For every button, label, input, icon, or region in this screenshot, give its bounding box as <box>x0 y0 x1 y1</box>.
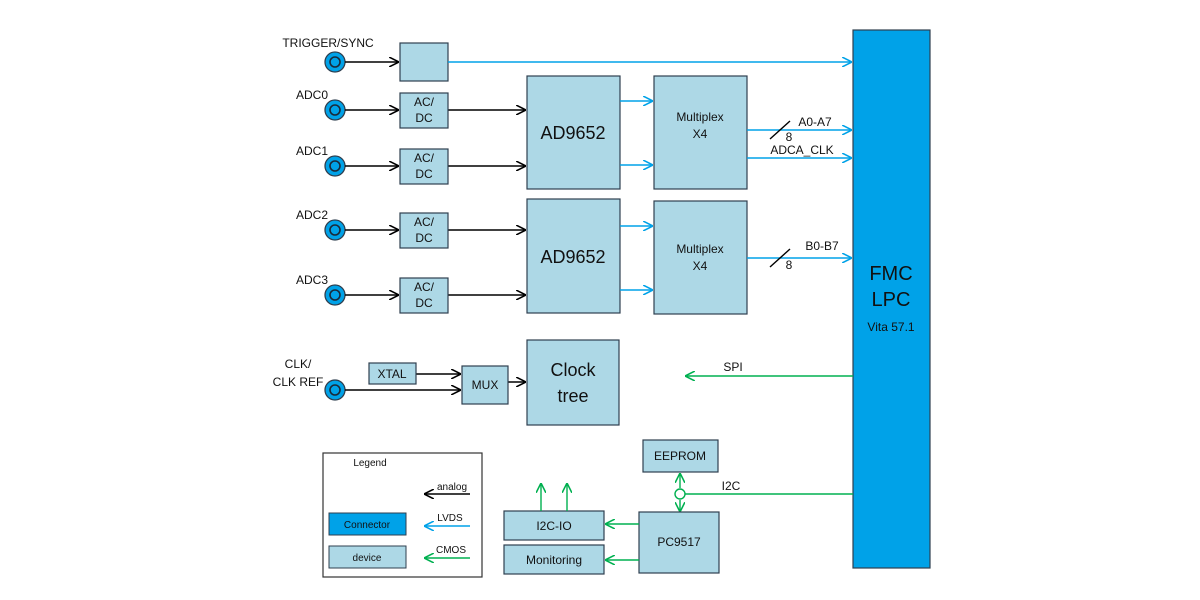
label-trigger-sync: TRIGGER/SYNC <box>282 36 374 50</box>
monitoring-box <box>503 544 605 575</box>
pc9517-box <box>638 511 720 574</box>
legend-device-label: device <box>353 553 382 564</box>
clock-tree-box <box>526 339 620 426</box>
vita-label: Vita 57.1 <box>867 320 914 334</box>
label-adc1: ADC1 <box>296 144 328 158</box>
mux-box <box>461 365 509 405</box>
i2c-io-box <box>503 510 605 541</box>
bus-a-slash <box>769 120 791 140</box>
connector-adc2 <box>324 219 346 241</box>
legend-connector-label: Connector <box>344 520 391 531</box>
ad9652-chip-a <box>526 75 621 190</box>
i2c-junction <box>674 488 686 500</box>
legend-device-swatch <box>328 545 407 569</box>
connector-trigger <box>324 51 346 73</box>
mux-label: MUX <box>472 378 499 392</box>
clock-tree-line2: tree <box>557 386 588 406</box>
adca-clk-label: ADCA_CLK <box>770 143 833 157</box>
bus-a-width: 8 <box>786 130 793 144</box>
legend-cmos-label: CMOS <box>436 545 466 556</box>
pc9517-label: PC9517 <box>657 535 701 549</box>
label-clk: CLK/ <box>285 357 312 371</box>
ad9652-a-label: AD9652 <box>540 123 605 143</box>
eeprom-label: EEPROM <box>654 449 706 463</box>
multiplex-box-a <box>653 75 748 190</box>
connector-adc3 <box>324 284 346 306</box>
acdc-2-line2: DC <box>415 231 433 245</box>
bus-a-label: A0-A7 <box>798 115 832 129</box>
multiplex-a-line1: Multiplex <box>676 110 723 124</box>
acdc-3-line2: DC <box>415 296 433 310</box>
acdc-0-line1: AC/ <box>414 95 435 109</box>
lpc-label: LPC <box>872 289 911 311</box>
xtal-label: XTAL <box>377 367 406 381</box>
acdc-box-0 <box>399 92 449 129</box>
bus-b-slash <box>769 248 791 268</box>
multiplex-box-b <box>653 200 748 315</box>
acdc-1-line1: AC/ <box>414 151 435 165</box>
xtal-box <box>368 362 417 385</box>
acdc-0-line2: DC <box>415 111 433 125</box>
fmc-label: FMC <box>869 263 912 285</box>
legend-lvds-label: LVDS <box>437 513 463 524</box>
bus-b-width: 8 <box>786 258 793 272</box>
acdc-box-3 <box>399 277 449 314</box>
ad9652-b-label: AD9652 <box>540 247 605 267</box>
label-clk-ref: CLK REF <box>273 375 324 389</box>
acdc-3-line1: AC/ <box>414 280 435 294</box>
fmc-lpc-connector <box>852 29 931 569</box>
legend-title: Legend <box>353 458 386 469</box>
label-adc0: ADC0 <box>296 88 328 102</box>
legend-connector-swatch <box>328 512 407 536</box>
ad9652-chip-b <box>526 198 621 314</box>
i2c-io-label: I2C-IO <box>536 519 571 533</box>
bus-b-label: B0-B7 <box>805 239 839 253</box>
multiplex-a-line2: X4 <box>693 127 708 141</box>
connector-clk <box>324 379 346 401</box>
multiplex-b-line1: Multiplex <box>676 242 723 256</box>
multiplex-b-line2: X4 <box>693 259 708 273</box>
eeprom-box <box>642 439 719 473</box>
trigger-sync-box <box>399 42 449 82</box>
monitoring-label: Monitoring <box>526 553 582 567</box>
spi-label: SPI <box>723 360 742 374</box>
label-adc2: ADC2 <box>296 208 328 222</box>
connector-adc1 <box>324 155 346 177</box>
connector-adc0 <box>324 99 346 121</box>
acdc-box-2 <box>399 212 449 249</box>
legend-analog-label: analog <box>437 482 467 493</box>
acdc-1-line2: DC <box>415 167 433 181</box>
i2c-label: I2C <box>722 479 741 493</box>
clock-tree-line1: Clock <box>550 360 596 380</box>
acdc-box-1 <box>399 148 449 185</box>
label-adc3: ADC3 <box>296 273 328 287</box>
acdc-2-line1: AC/ <box>414 215 435 229</box>
